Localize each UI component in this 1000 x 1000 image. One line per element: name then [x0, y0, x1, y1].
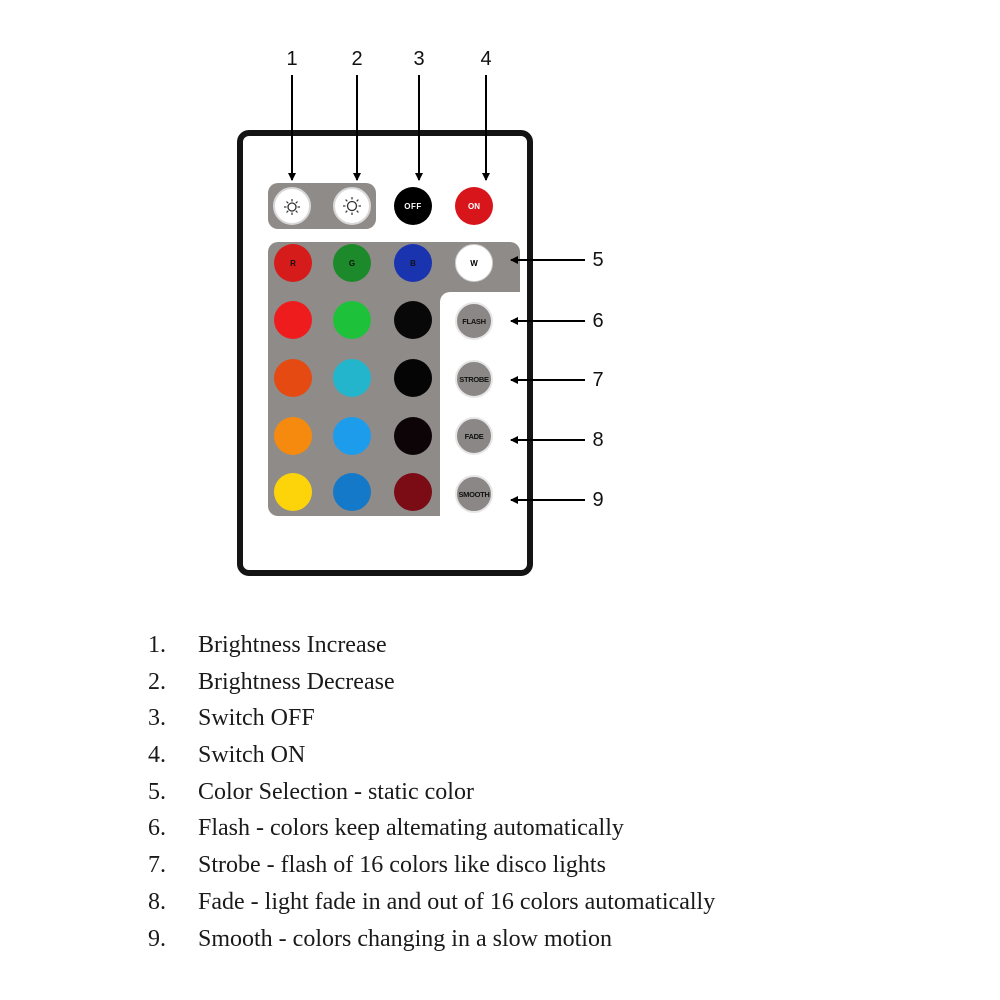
brightness-decrease-button[interactable]	[333, 187, 371, 225]
sun-down-icon	[343, 197, 361, 215]
legend-item: 9.Smooth - colors changing in a slow mot…	[148, 925, 612, 952]
button-legend: 1.Brightness Increase 2.Brightness Decre…	[148, 627, 715, 957]
color-button[interactable]	[333, 417, 371, 455]
legend-item: 4.Switch ON	[148, 742, 306, 769]
smooth-button[interactable]: SMOOTH	[455, 475, 493, 513]
legend-item: 1.Brightness Increase	[148, 632, 387, 658]
callout-number-1: 1	[286, 48, 298, 70]
legend-item: 7.Strobe - flash of 16 colors like disco…	[148, 852, 606, 879]
callout-number-3: 3	[413, 48, 425, 70]
callout-number-7: 7	[592, 369, 604, 391]
brightness-increase-button[interactable]	[273, 187, 311, 225]
color-button[interactable]	[394, 473, 432, 511]
color-button[interactable]	[274, 359, 312, 397]
color-button[interactable]	[333, 359, 371, 397]
legend-item: 6.Flash - colors keep altemating automat…	[148, 815, 624, 842]
blue-button[interactable]: B	[394, 244, 432, 282]
legend-item: 2.Brightness Decrease	[148, 668, 395, 695]
legend-item: 8.Fade - light fade in and out of 16 col…	[148, 888, 716, 915]
off-button[interactable]: OFF	[394, 187, 432, 225]
legend-item: 3.Switch OFF	[148, 705, 315, 732]
color-button[interactable]	[394, 359, 432, 397]
on-button[interactable]: ON	[455, 187, 493, 225]
sun-up-icon	[284, 199, 300, 215]
fade-button[interactable]: FADE	[455, 417, 493, 455]
color-button[interactable]	[274, 473, 312, 511]
color-button[interactable]	[333, 473, 371, 511]
callout-number-5: 5	[592, 249, 604, 271]
callout-number-2: 2	[351, 48, 363, 70]
color-button[interactable]	[274, 417, 312, 455]
flash-button[interactable]: FLASH	[455, 302, 493, 340]
callout-number-8: 8	[592, 429, 604, 451]
legend-item: 5.Color Selection - static color	[148, 778, 474, 805]
color-button[interactable]	[333, 301, 371, 339]
white-button[interactable]: W	[455, 244, 493, 282]
green-button[interactable]: G	[333, 244, 371, 282]
callout-number-6: 6	[592, 310, 604, 332]
color-button[interactable]	[274, 301, 312, 339]
callout-number-9: 9	[592, 489, 604, 511]
color-button[interactable]	[394, 301, 432, 339]
red-button[interactable]: R	[274, 244, 312, 282]
strobe-button[interactable]: STROBE	[455, 360, 493, 398]
color-button[interactable]	[394, 417, 432, 455]
callout-number-4: 4	[480, 48, 492, 70]
